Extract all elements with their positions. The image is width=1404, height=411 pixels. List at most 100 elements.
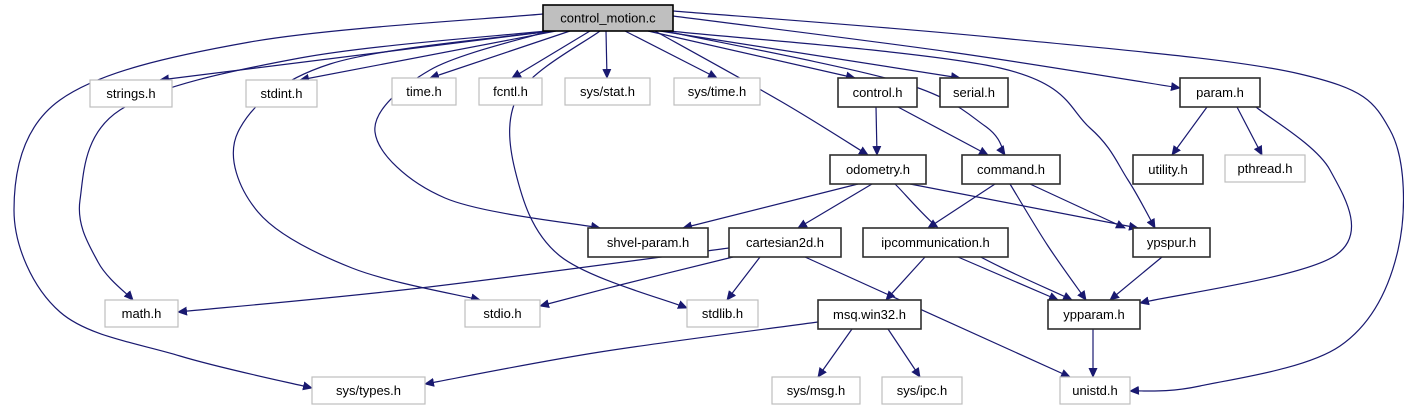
- edge-control_h-to-odometry_h: [872, 106, 882, 156]
- graph-node-strings_h: strings.h: [89, 79, 173, 108]
- graph-node-sys_time_h: sys/time.h: [673, 77, 761, 106]
- graph-node-serial_h[interactable]: serial.h: [939, 77, 1009, 108]
- node-box-odometry_h[interactable]: [829, 154, 927, 185]
- node-box-time_h: [391, 77, 457, 106]
- graph-node-shvel_param_h[interactable]: shvel-param.h: [587, 227, 709, 258]
- node-box-msq_win32_h[interactable]: [817, 299, 922, 330]
- node-label-control_motion_c: control_motion.c: [560, 11, 656, 26]
- edge-control_motion_c-to-odometry_h: [654, 30, 869, 156]
- edge-control_motion_c-to-fcntl_h: [511, 30, 591, 79]
- edge-control_motion_c-to-stdlib_h: [509, 30, 688, 309]
- node-box-sys_ipc_h: [881, 376, 963, 405]
- graph-node-pthread_h: pthread.h: [1224, 154, 1306, 183]
- node-box-sys_stat_h: [564, 77, 651, 106]
- node-label-strings_h: strings.h: [106, 86, 155, 101]
- edge-command_h-to-ypspur_h: [1029, 183, 1126, 229]
- edge-msq_win32_h-to-sys_ipc_h: [887, 328, 921, 378]
- edge-control_motion_c-to-ypspur_h: [669, 30, 1156, 229]
- node-label-ypspur_h: ypspur.h: [1147, 235, 1196, 250]
- node-label-stdio_h: stdio.h: [483, 306, 521, 321]
- node-box-control_motion_c: [542, 4, 674, 32]
- node-label-command_h: command.h: [977, 162, 1045, 177]
- node-box-shvel_param_h[interactable]: [587, 227, 709, 258]
- graph-node-sys_types_h: sys/types.h: [311, 376, 426, 405]
- graph-node-fcntl_h: fcntl.h: [478, 77, 543, 106]
- edge-control_motion_c-to-stdint_h: [299, 30, 557, 83]
- edge-param_h-to-pthread_h: [1236, 106, 1263, 156]
- node-box-ypspur_h[interactable]: [1132, 227, 1211, 258]
- graph-node-ypspur_h[interactable]: ypspur.h: [1132, 227, 1211, 258]
- edge-control_motion_c-to-time_h: [429, 30, 571, 80]
- graph-node-ypparam_h[interactable]: ypparam.h: [1047, 299, 1141, 330]
- graph-node-msq_win32_h[interactable]: msq.win32.h: [817, 299, 922, 330]
- node-box-cartesian2d_h[interactable]: [728, 227, 842, 258]
- edge-cartesian2d_h-to-stdlib_h: [726, 256, 761, 301]
- node-label-stdlib_h: stdlib.h: [702, 306, 743, 321]
- edge-cartesian2d_h-to-stdio_h: [539, 256, 734, 309]
- edge-ypspur_h-to-ypparam_h: [1109, 256, 1163, 301]
- node-box-stdlib_h: [686, 299, 759, 328]
- graph-node-command_h[interactable]: command.h: [961, 154, 1061, 185]
- node-box-math_h: [104, 299, 179, 328]
- node-label-time_h: time.h: [406, 84, 441, 99]
- node-layer: control_motion.c strings.h stdint.h time.h f…: [89, 4, 1306, 405]
- node-label-serial_h: serial.h: [953, 85, 995, 100]
- graph-node-control_h[interactable]: control.h: [837, 77, 918, 108]
- node-label-sys_types_h: sys/types.h: [336, 383, 401, 398]
- edge-odometry_h-to-cartesian2d_h: [797, 183, 873, 229]
- node-box-stdio_h: [464, 299, 541, 328]
- node-box-command_h[interactable]: [961, 154, 1061, 185]
- edge-control_motion_c-to-math_h: [78, 30, 547, 301]
- node-label-cartesian2d_h: cartesian2d.h: [746, 235, 824, 250]
- node-box-sys_msg_h: [771, 376, 861, 405]
- edge-param_h-to-ypparam_h: [1139, 106, 1353, 306]
- node-label-ypparam_h: ypparam.h: [1063, 307, 1124, 322]
- node-label-odometry_h: odometry.h: [846, 162, 910, 177]
- node-label-stdint_h: stdint.h: [261, 86, 303, 101]
- node-label-math_h: math.h: [122, 306, 162, 321]
- node-box-pthread_h: [1224, 154, 1306, 183]
- node-box-sys_types_h: [311, 376, 426, 405]
- node-box-unistd_h: [1059, 376, 1131, 405]
- node-box-fcntl_h: [478, 77, 543, 106]
- node-box-param_h[interactable]: [1179, 77, 1261, 108]
- node-box-ipcommunication_h[interactable]: [862, 227, 1009, 258]
- edge-control_motion_c-to-shvel_param_h: [374, 30, 601, 231]
- node-label-sys_ipc_h: sys/ipc.h: [897, 383, 948, 398]
- graph-node-ipcommunication_h[interactable]: ipcommunication.h: [862, 227, 1009, 258]
- edge-layer: [13, 10, 1404, 395]
- graph-node-utility_h[interactable]: utility.h: [1132, 154, 1204, 185]
- graph-node-sys_stat_h: sys/stat.h: [564, 77, 651, 106]
- edge-param_h-to-utility_h: [1171, 106, 1208, 156]
- node-label-pthread_h: pthread.h: [1238, 161, 1293, 176]
- edge-control_motion_c-to-sys_time_h: [624, 30, 718, 79]
- node-label-msq_win32_h: msq.win32.h: [833, 307, 906, 322]
- graph-node-odometry_h[interactable]: odometry.h: [829, 154, 927, 185]
- node-label-sys_stat_h: sys/stat.h: [580, 84, 635, 99]
- graph-node-param_h[interactable]: param.h: [1179, 77, 1261, 108]
- node-label-utility_h: utility.h: [1148, 162, 1188, 177]
- node-label-param_h: param.h: [1196, 85, 1244, 100]
- node-box-strings_h: [89, 79, 173, 108]
- edge-control_motion_c-to-param_h: [672, 15, 1181, 92]
- edge-control_motion_c-to-sys_stat_h: [602, 30, 612, 79]
- graph-node-cartesian2d_h[interactable]: cartesian2d.h: [728, 227, 842, 258]
- graph-node-unistd_h: unistd.h: [1059, 376, 1131, 405]
- node-label-control_h: control.h: [853, 85, 903, 100]
- edge-command_h-to-ypparam_h: [1009, 183, 1087, 301]
- node-label-fcntl_h: fcntl.h: [493, 84, 528, 99]
- node-label-sys_msg_h: sys/msg.h: [787, 383, 846, 398]
- edge-ipcommunication_h-to-msq_win32_h: [885, 256, 926, 301]
- edge-ipcommunication_h-to-ypparam_h: [957, 256, 1059, 301]
- node-label-unistd_h: unistd.h: [1072, 383, 1118, 398]
- node-box-utility_h[interactable]: [1132, 154, 1204, 185]
- edge-control_motion_c-to-serial_h: [659, 30, 961, 82]
- node-box-control_h[interactable]: [837, 77, 918, 108]
- node-box-ypparam_h[interactable]: [1047, 299, 1141, 330]
- node-box-serial_h[interactable]: [939, 77, 1009, 108]
- edge-command_h-to-ipcommunication_h: [927, 183, 996, 229]
- graph-node-stdint_h: stdint.h: [245, 79, 318, 108]
- edge-control_h-to-command_h: [897, 106, 989, 156]
